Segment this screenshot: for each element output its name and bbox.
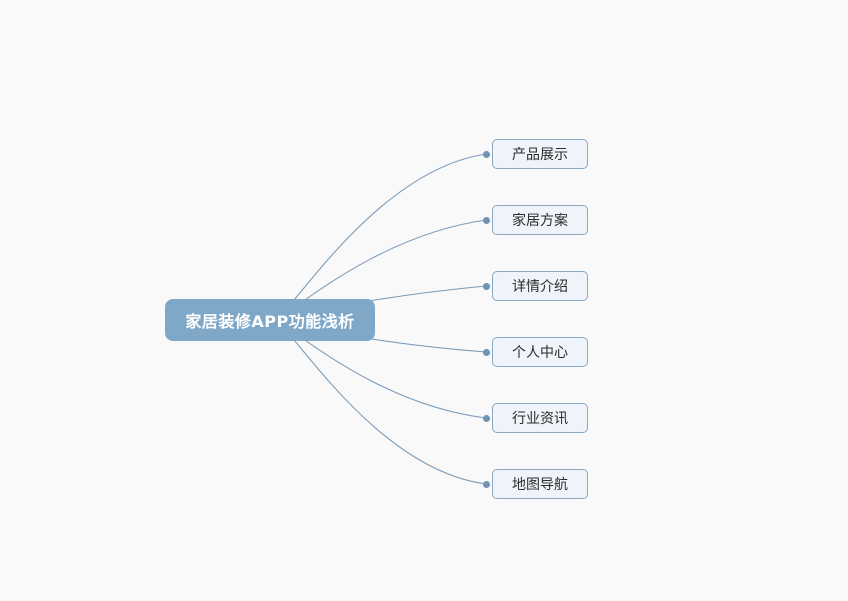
branch-connector-dot (482, 216, 490, 224)
connector-curve (275, 319, 487, 485)
branch-node[interactable]: 详情介绍 (492, 271, 588, 301)
root-node[interactable]: 家居装修APP功能浅析 (165, 299, 375, 341)
root-node-label: 家居装修APP功能浅析 (185, 312, 355, 331)
branch-connector-dot (482, 480, 490, 488)
branch-node[interactable]: 产品展示 (492, 139, 588, 169)
branch-connector-dot (482, 414, 490, 422)
branch-node[interactable]: 家居方案 (492, 205, 588, 235)
branch-connector-dot (482, 348, 490, 356)
branch-connector-dot (482, 150, 490, 158)
branch-node-label: 家居方案 (512, 213, 568, 229)
branch-node[interactable]: 行业资讯 (492, 403, 588, 433)
branch-node-label: 详情介绍 (512, 279, 568, 295)
branch-node[interactable]: 个人中心 (492, 337, 588, 367)
branch-node[interactable]: 地图导航 (492, 469, 588, 499)
branch-node-label: 行业资讯 (512, 411, 568, 427)
branch-node-label: 产品展示 (512, 147, 568, 163)
branch-node-label: 个人中心 (512, 345, 568, 361)
branch-node-label: 地图导航 (512, 477, 568, 493)
connector-curve (275, 153, 487, 321)
branch-connector-dot (482, 282, 490, 290)
